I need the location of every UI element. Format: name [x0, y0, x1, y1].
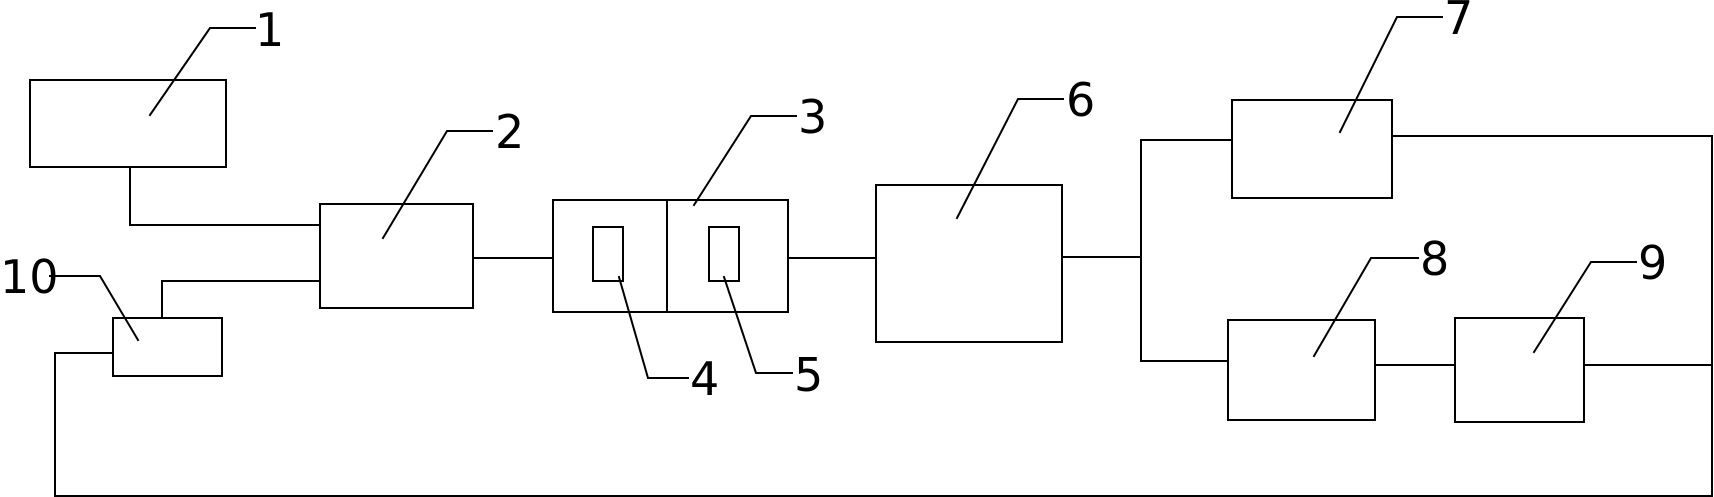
label-10: 10: [0, 250, 59, 304]
leader-10: [49, 275, 140, 342]
block-10: [112, 317, 223, 377]
leader-6: [955, 98, 1064, 220]
leader-8: [1312, 257, 1419, 358]
wire-10-to-2: [161, 280, 321, 319]
block-6: [875, 184, 1063, 343]
leader-2: [381, 130, 493, 240]
label-1: 1: [255, 3, 284, 57]
block-3: [552, 199, 789, 313]
block-2: [319, 203, 474, 309]
block-9: [1454, 317, 1585, 423]
block-1: [29, 79, 227, 168]
label-9: 9: [1638, 236, 1667, 290]
element-5: [708, 226, 740, 282]
label-6: 6: [1066, 73, 1095, 127]
leader-3: [692, 115, 797, 207]
leader-4: [617, 275, 689, 379]
block-8: [1227, 319, 1376, 421]
label-3: 3: [798, 90, 827, 144]
label-4: 4: [690, 352, 719, 406]
element-4: [592, 226, 624, 282]
wire-bus-7-8: [1140, 139, 1233, 362]
label-7: 7: [1444, 0, 1473, 45]
block-7: [1231, 99, 1393, 199]
wire-1-to-2: [129, 166, 321, 226]
leader-7: [1338, 16, 1443, 134]
leader-1: [148, 27, 256, 117]
leader-5: [722, 275, 793, 374]
wire-7-to-return: [54, 135, 1713, 497]
label-2: 2: [495, 105, 524, 159]
label-8: 8: [1420, 232, 1449, 286]
label-5: 5: [794, 348, 823, 402]
leader-9: [1532, 261, 1637, 354]
